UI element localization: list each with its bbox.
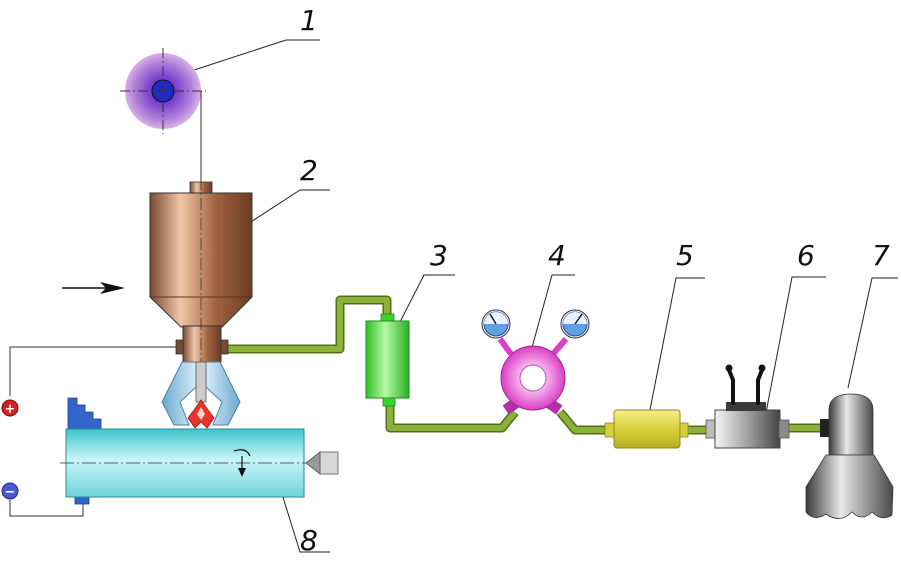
tailstock-center bbox=[305, 451, 339, 475]
lever-icon bbox=[756, 364, 766, 405]
rotation-arrow-icon bbox=[233, 449, 251, 477]
flow-arrow-icon bbox=[62, 282, 125, 294]
positive-terminal: + bbox=[1, 399, 19, 417]
workpiece bbox=[60, 428, 312, 498]
gas-pipeline bbox=[222, 295, 826, 435]
valve-block bbox=[705, 402, 790, 449]
gauge-icon bbox=[560, 309, 590, 339]
callout-4: 4 bbox=[548, 239, 566, 272]
negative-label: − bbox=[5, 485, 16, 500]
callout-7: 7 bbox=[872, 239, 890, 272]
gas-cylinder bbox=[805, 393, 894, 519]
callout-3: 3 bbox=[430, 239, 448, 272]
wire-spool bbox=[120, 48, 206, 182]
gauge-icon bbox=[481, 309, 511, 339]
callout-6: 6 bbox=[797, 239, 815, 272]
callout-1: 1 bbox=[300, 4, 318, 37]
electric-circuit bbox=[9, 346, 176, 517]
negative-terminal: − bbox=[1, 482, 19, 500]
lever-icon bbox=[725, 364, 735, 405]
pressure-reducer bbox=[497, 337, 569, 415]
callout-2: 2 bbox=[300, 154, 318, 187]
positive-label: + bbox=[5, 402, 16, 417]
callout-5: 5 bbox=[676, 239, 694, 272]
flow-regulator bbox=[604, 409, 689, 449]
welding-arc bbox=[187, 399, 215, 429]
callout-8: 8 bbox=[300, 524, 318, 557]
gas-filter bbox=[365, 313, 410, 407]
